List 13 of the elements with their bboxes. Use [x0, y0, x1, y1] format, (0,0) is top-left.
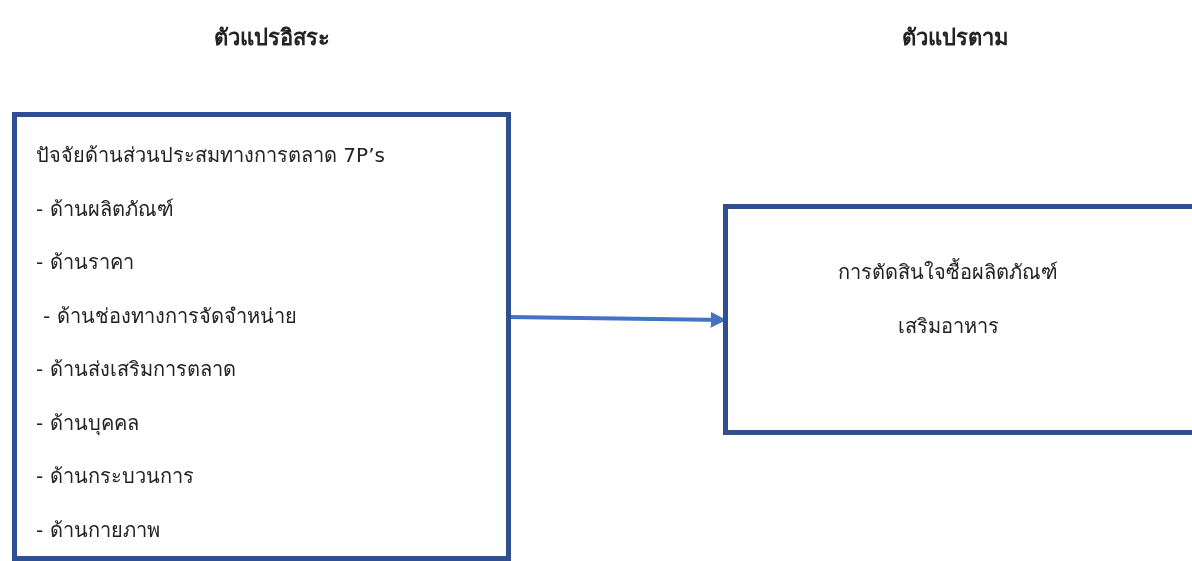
column-heading: ตัวแปรอิสระ: [213, 24, 331, 52]
variable-box: [723, 204, 1192, 435]
column-heading: ตัวแปรตาม: [900, 24, 1010, 52]
list-item: - ด้านราคา: [36, 249, 134, 276]
list-item: - ด้านบุคคล: [36, 409, 139, 438]
list-item: - ด้านส่งเสริมการตลาด: [36, 356, 236, 383]
list-item: - ด้านกายภาพ: [36, 516, 160, 544]
list-item: - ด้านช่องทางการจัดจำหน่าย: [43, 302, 297, 330]
list-item: - ด้านผลิตภัณฑ์: [36, 195, 174, 223]
list-item: - ด้านกระบวนการ: [36, 463, 194, 490]
box-text: การตัดสินใจซื้อผลิตภัณฑ์ เสริมอาหาร: [837, 257, 1059, 340]
box-title: ปัจจัยด้านส่วนประสมทางการตลาด 7P’s: [36, 142, 385, 169]
variable-box: [12, 112, 511, 561]
